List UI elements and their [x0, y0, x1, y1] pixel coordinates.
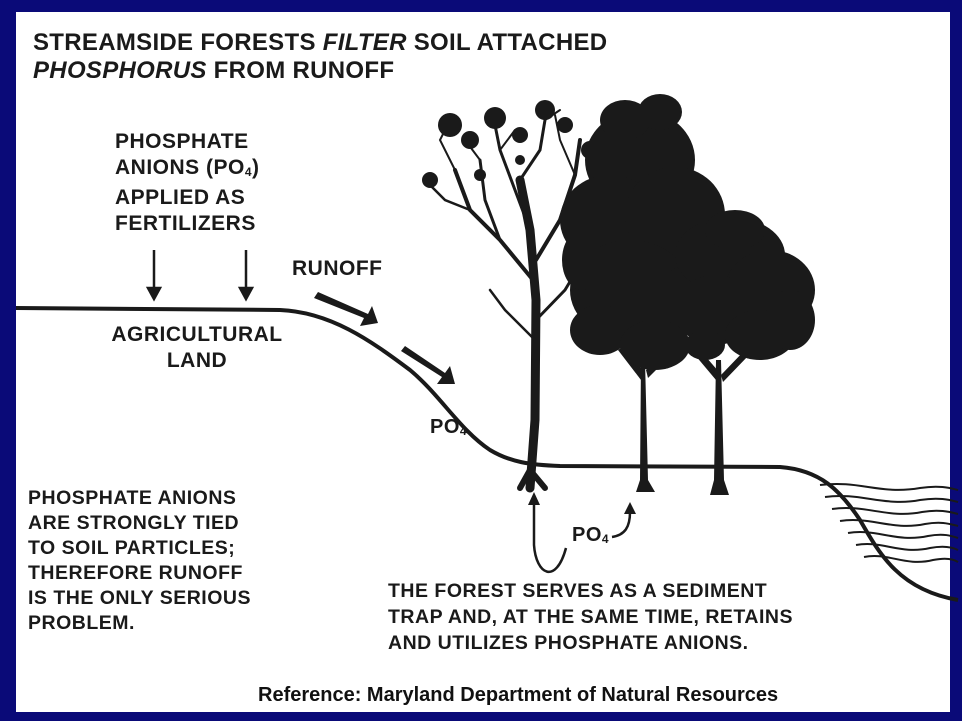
- reference-text: Reference: Maryland Department of Natura…: [258, 684, 778, 707]
- diagram-title: STREAMSIDE FORESTS FILTER SOIL ATTACHED …: [33, 29, 607, 85]
- phosphate-note: PHOSPHATE ANIONS ARE STRONGLY TIED TO SO…: [28, 486, 251, 636]
- runoff-label: RUNOFF: [292, 256, 383, 282]
- po4-slope-label: PO4: [430, 414, 467, 444]
- forest-note: THE FOREST SERVES AS A SEDIMENT TRAP AND…: [388, 578, 793, 656]
- uptake-arrowheads: [528, 492, 636, 514]
- agricultural-land-label: AGRICULTURAL LAND: [92, 322, 302, 374]
- runoff-arrows: [314, 292, 455, 384]
- po4-forest-label: PO4: [572, 522, 609, 552]
- tree-right: [675, 210, 815, 495]
- fertilizer-label: PHOSPHATE ANIONS (PO4) APPLIED AS FERTIL…: [115, 129, 260, 237]
- fertilizer-arrows: [148, 250, 252, 299]
- stream-waves: [820, 484, 958, 562]
